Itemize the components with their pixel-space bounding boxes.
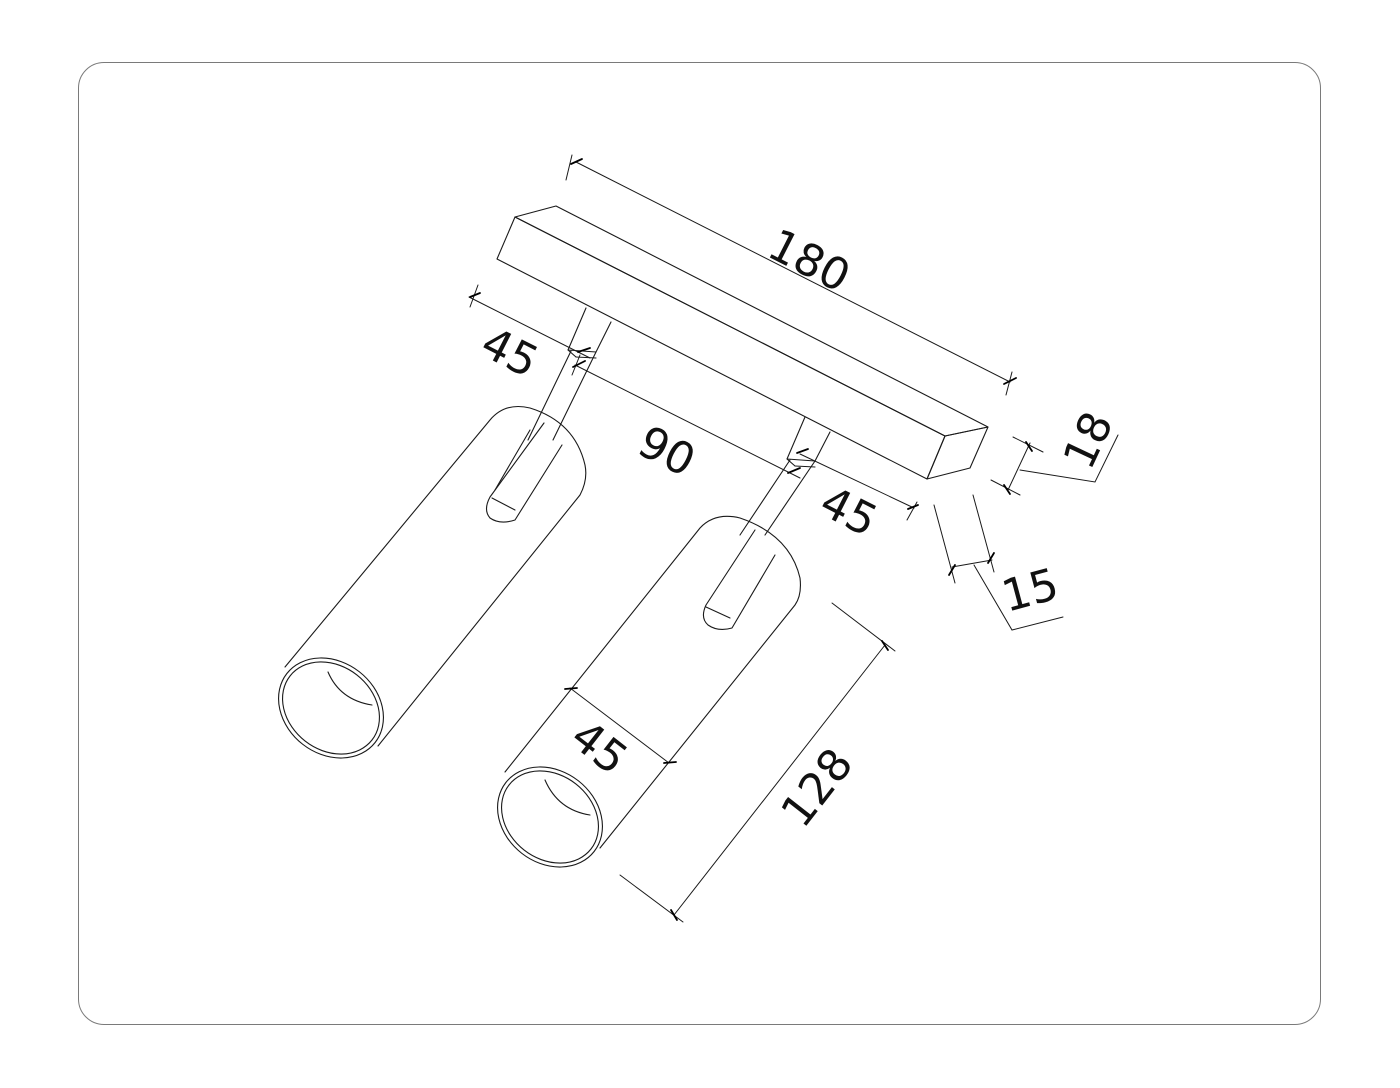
drawing-frame (78, 62, 1321, 1025)
dim-label-18: 18 (1054, 404, 1124, 476)
dim-label-90: 90 (630, 416, 703, 487)
left-stem (527, 307, 612, 441)
right-spot-head (497, 515, 801, 868)
dimension-90: 90 (571, 354, 801, 487)
dim-label-128: 128 (771, 739, 863, 837)
dim-label-head-45: 45 (561, 710, 637, 785)
dimension-15: 15 (933, 494, 1064, 631)
dim-label-right-45: 45 (812, 476, 885, 547)
dimension-left-45: 45 (468, 284, 591, 388)
dim-label-left-45: 45 (473, 317, 546, 388)
left-spot-head (278, 405, 587, 759)
dimension-180: 180 (565, 154, 1017, 396)
dimension-128: 128 (619, 602, 896, 923)
dimension-right-45: 45 (796, 448, 919, 547)
dim-label-15: 15 (997, 559, 1064, 623)
dimension-head-45: 45 (561, 687, 677, 785)
right-stem (739, 416, 831, 536)
dimension-18: 18 (990, 404, 1124, 496)
base-bar (496, 205, 989, 480)
dim-label-180: 180 (760, 219, 858, 303)
